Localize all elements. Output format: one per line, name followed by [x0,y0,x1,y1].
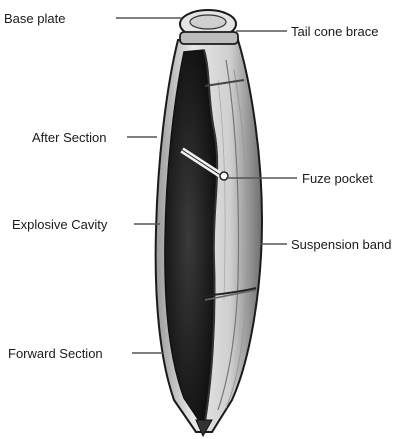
label-tail-cone-brace: Tail cone brace [291,24,378,39]
label-after-section: After Section [32,130,106,145]
bomb-body [156,10,262,436]
label-suspension-band: Suspension band [291,237,391,252]
label-fuze-pocket: Fuze pocket [302,171,373,186]
label-forward-section: Forward Section [8,346,103,361]
label-explosive-cavity: Explosive Cavity [12,217,108,232]
tail-cone-brace-ring [180,32,238,44]
label-base-plate: Base plate [4,11,65,26]
